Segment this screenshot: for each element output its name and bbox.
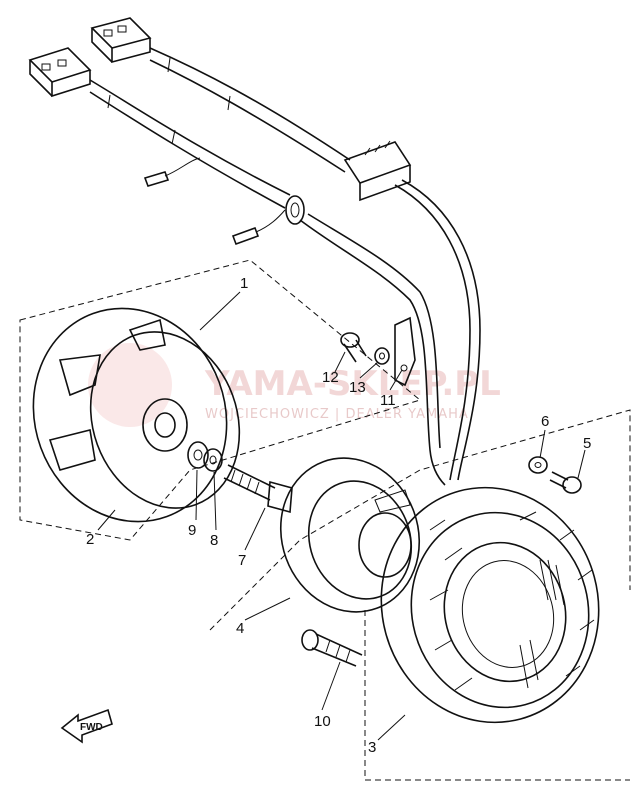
connector-lower [28,47,92,98]
part-label-12: 12 [322,369,339,386]
bolt-12 [340,332,367,363]
part-label-1: 1 [240,275,248,292]
screw-10 [301,629,363,667]
screw-5 [549,471,582,494]
washer-9 [187,441,209,469]
clamp-11 [394,316,416,387]
watermark-brand: YAMA-SKLEP.PL [204,364,501,404]
part-labels: 1 2 3 4 5 6 7 8 9 10 11 12 13 [86,275,591,756]
washer-6 [528,456,548,474]
base-plate [279,457,421,613]
part-label-13: 13 [349,379,366,396]
washer-13 [374,347,390,365]
stator-coil [380,486,600,724]
watermark-dealer: WOJCIECHOWICZ | DEALER YAMAHA [205,407,469,422]
part-label-6: 6 [541,413,549,430]
part-label-8: 8 [210,532,218,549]
reference-outlines [19,259,631,781]
part-label-3: 3 [368,739,376,756]
watermark: YAMA-SKLEP.PL WOJCIECHOWICZ | DEALER YAM… [88,343,501,427]
wire-harness [28,17,481,486]
part-label-9: 9 [188,522,196,539]
connector-upper [90,17,152,64]
washer-8 [203,448,223,472]
fwd-arrow: FWD [60,708,113,744]
rotor-flywheel [32,307,241,523]
part-label-11: 11 [380,392,396,409]
part-label-10: 10 [314,713,331,730]
fwd-label: FWD [80,722,103,733]
part-label-5: 5 [583,435,591,452]
leader-lines [97,291,586,741]
part-label-4: 4 [236,620,244,637]
part-label-7: 7 [238,552,246,569]
part-label-2: 2 [86,531,94,548]
bolt-7 [223,464,293,514]
